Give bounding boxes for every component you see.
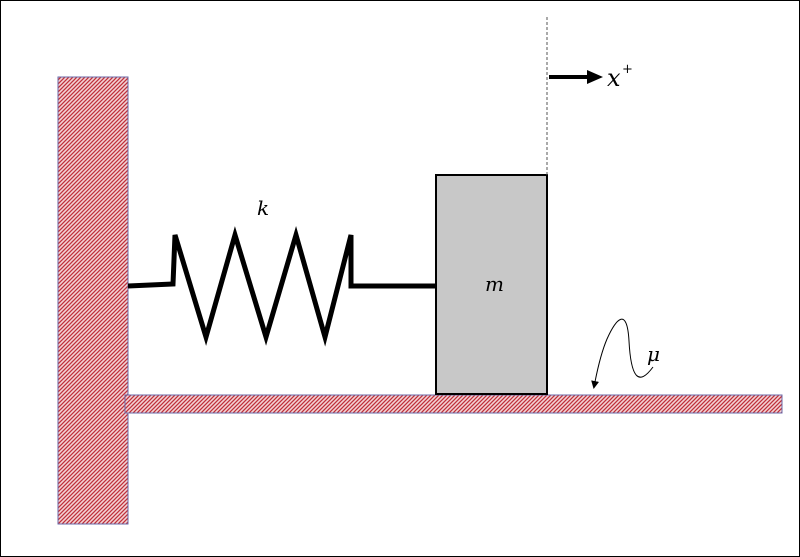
floor — [124, 394, 783, 414]
friction-label: μ — [647, 342, 660, 366]
direction-arrow — [549, 70, 603, 84]
friction-leader — [591, 318, 654, 389]
wall — [57, 76, 129, 525]
spring — [127, 226, 435, 347]
direction-label: x — [607, 64, 621, 92]
direction-sign-label: + — [622, 62, 633, 77]
mass-block — [435, 174, 548, 395]
mass-label: m — [485, 272, 504, 296]
spring-constant-label: k — [257, 196, 269, 220]
